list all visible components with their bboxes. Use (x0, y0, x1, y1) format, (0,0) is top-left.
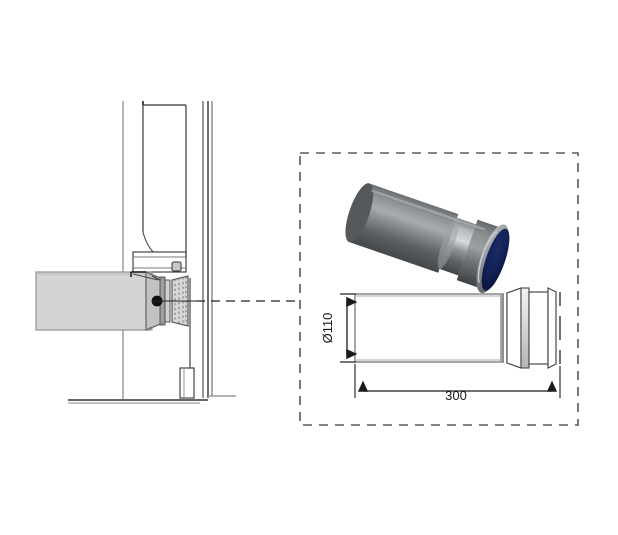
render-rim-highlight (477, 231, 498, 283)
diameter-dimension-label: Ø110 (320, 313, 335, 344)
elev-taper (506, 287, 522, 369)
elev-socket-lip (547, 287, 557, 369)
render-barrel-backface (345, 183, 374, 243)
render-collar (439, 217, 476, 276)
flush-pipe-block (132, 251, 187, 273)
pan-outlet-body (35, 271, 153, 331)
length-dimension-label: 300 (445, 388, 467, 403)
render-barrel (345, 183, 459, 273)
diameter-dimension: Ø110 (320, 293, 358, 363)
floor-line (68, 391, 236, 404)
connector-3d-render (345, 183, 510, 293)
detail-callout-box (299, 152, 579, 426)
render-top-highlight (370, 189, 486, 231)
soil-pipe-stub (179, 367, 195, 399)
cistern-body (142, 101, 187, 263)
render-gasket-face (481, 228, 510, 291)
hidden-edges (148, 273, 166, 329)
elev-gasket-ring (520, 287, 530, 369)
connector-elevation: Ø110 300 (320, 287, 561, 403)
render-collar-edge (437, 217, 459, 270)
length-dimension: 300 (354, 364, 561, 403)
section-view (35, 101, 300, 404)
elev-barrel (354, 293, 502, 363)
elev-socket-barrel (528, 291, 549, 365)
wall-panel (202, 101, 213, 398)
